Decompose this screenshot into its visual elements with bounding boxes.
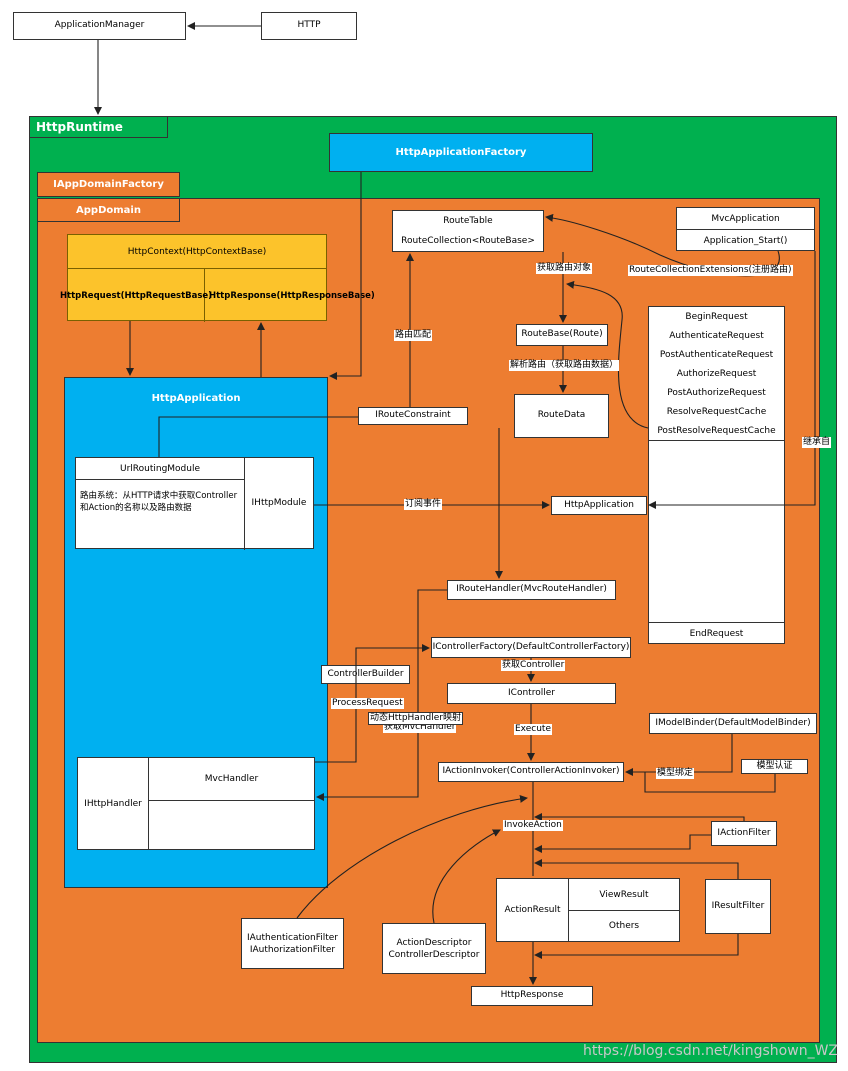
- module-to-constraint-line: [158, 416, 358, 457]
- action-descriptor-label: ActionDescriptor: [396, 937, 472, 948]
- http-application-title: HttpApplication: [151, 393, 241, 404]
- iroute-handler-box: IRouteHandler(MvcRouteHandler): [447, 580, 616, 600]
- iaction-filter-box: IActionFilter: [711, 821, 777, 846]
- event-end-request: EndRequest: [649, 622, 784, 645]
- http-runtime-label: HttpRuntime: [36, 120, 123, 134]
- http-response-box: HttpResponse: [471, 986, 593, 1006]
- auth-filter-box: IAuthenticationFilter IAuthorizationFilt…: [241, 918, 344, 969]
- authorization-filter-label: IAuthorizationFilter: [249, 944, 336, 955]
- mvc-application-box: MvcApplication Application_Start(): [676, 207, 815, 251]
- process-request-label: ProcessRequest: [331, 698, 404, 709]
- result-filter-in-arrow: [534, 859, 739, 879]
- route-table-box: RouteTable RouteCollection<RouteBase>: [392, 210, 544, 252]
- route-collection-label: RouteCollection<RouteBase>: [401, 235, 535, 246]
- appdomain-label: AppDomain: [76, 204, 141, 216]
- invoke-action-label: InvokeAction: [503, 820, 563, 831]
- resolve-cache-arrow: [566, 280, 649, 429]
- factory-to-httpapp-arrow: [329, 172, 362, 380]
- descriptor-arrow: [432, 829, 501, 924]
- application-manager-box: ApplicationManager: [13, 12, 186, 40]
- http-context-box: HttpContext(HttpContextBase) HttpRequest…: [60, 234, 375, 322]
- event-post-resolve-request-cache: PostResolveRequestCache: [649, 421, 784, 441]
- ihttp-handler-label: IHttpHandler: [78, 758, 149, 849]
- mvc-handler-label: MvcHandler: [149, 758, 314, 801]
- controller-factory-box: IControllerFactory(DefaultControllerFact…: [431, 637, 631, 658]
- pipeline-http-application-box: HttpApplication: [551, 496, 647, 515]
- action-descriptor-box: ActionDescriptor ControllerDescriptor: [382, 923, 486, 974]
- mvc-handler-box: IHttpHandler MvcHandler: [77, 757, 315, 850]
- appdomain-factory-label: IAppDomainFactory: [53, 179, 164, 190]
- appdomain-factory-box: IAppDomainFactory: [37, 172, 180, 197]
- subscribe-label: 订阅事件: [404, 499, 443, 510]
- routing-description: 路由系统：从HTTP请求中获取Controller和Action的名称以及路由数…: [80, 491, 238, 513]
- http-box: HTTP: [261, 12, 357, 40]
- model-validation-box: 模型认证: [741, 759, 808, 774]
- authentication-filter-label: IAuthenticationFilter: [246, 932, 338, 943]
- model-validation-line: [644, 772, 776, 793]
- controller-builder-box: ControllerBuilder: [321, 665, 410, 684]
- route-data-box: RouteData: [514, 394, 609, 438]
- route-table-title: RouteTable: [443, 215, 493, 226]
- action-filter-in-arrow: [534, 813, 745, 821]
- iroute-constraint-box: IRouteConstraint: [358, 407, 468, 425]
- get-mvc-handler-label: 获取MvcHandler: [383, 722, 457, 733]
- get-controller-label: 获取Controller: [501, 660, 566, 671]
- controller-descriptor-label: ControllerDescriptor: [388, 949, 480, 960]
- icontroller-box: IController: [447, 683, 616, 704]
- route-match-label: 路由匹配: [394, 330, 433, 341]
- http-runtime-title: HttpRuntime: [29, 116, 168, 138]
- watermark: https://blog.csdn.net/kingshown_WZ: [583, 1043, 839, 1059]
- http-application-factory: HttpApplicationFactory: [329, 133, 593, 172]
- ihttp-module-label: IHttpModule: [251, 498, 307, 508]
- model-binder-arrow: [625, 734, 733, 776]
- others-label: Others: [608, 921, 640, 931]
- http-response-box: HttpResponse(HttpResponseBase): [209, 290, 375, 301]
- view-result-label: ViewResult: [569, 879, 679, 911]
- model-binding-label: 模型绑定: [656, 768, 695, 779]
- action-result-box: ActionResult ViewResult Others: [496, 878, 680, 942]
- mvc-application-title: MvcApplication: [677, 208, 814, 230]
- action-filter-out-arrow: [534, 834, 711, 853]
- inherit-arrow: [648, 251, 816, 509]
- http-request-box: HttpRequest(HttpRequestBase): [60, 269, 212, 322]
- http-application-factory-label: HttpApplicationFactory: [395, 147, 527, 158]
- http-context-title: HttpContext(HttpContextBase): [68, 235, 326, 269]
- route-base-box: RouteBase(Route): [516, 324, 608, 346]
- dynamic-map-label: 动态HttpHandler映射: [368, 712, 463, 725]
- events-box: BeginRequest AuthenticateRequest PostAut…: [648, 306, 785, 644]
- result-filter-out-arrow: [534, 934, 739, 959]
- appdomain-label-box: AppDomain: [37, 198, 180, 222]
- iresult-filter-box: IResultFilter: [705, 879, 771, 934]
- application-start-label: Application_Start(): [703, 235, 788, 246]
- handler-to-mvchandler-arrow: [316, 589, 447, 801]
- auth-filter-arrow: [296, 794, 528, 919]
- model-binder-box: IModelBinder(DefaultModelBinder): [649, 713, 817, 734]
- parse-route-label: 解析路由（获取路由数据）: [509, 360, 620, 371]
- execute-label: Execute: [514, 724, 552, 735]
- action-invoker-box: IActionInvoker(ControllerActionInvoker): [438, 762, 624, 782]
- inherit-label: 继承自: [802, 437, 832, 448]
- get-route-object-label: 获取路由对象: [536, 263, 593, 274]
- url-routing-module-box: UrlRoutingModule 路由系统：从HTTP请求中获取Controll…: [75, 457, 314, 550]
- extensions-label: RouteCollectionExtensions(注册路由): [628, 265, 793, 276]
- action-result-label: ActionResult: [497, 879, 569, 941]
